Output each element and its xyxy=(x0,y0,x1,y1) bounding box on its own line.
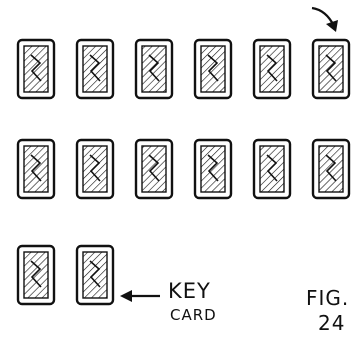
card-r1-c4 xyxy=(195,40,231,98)
card-grid xyxy=(18,40,349,304)
card-r2-c6 xyxy=(313,140,349,198)
card-r2-c5 xyxy=(254,140,290,198)
card-r1-c6 xyxy=(313,40,349,98)
card-r1-c3 xyxy=(136,40,172,98)
card-r3-c2 xyxy=(77,246,113,304)
card-r1-c5 xyxy=(254,40,290,98)
card-r1-c2 xyxy=(77,40,113,98)
card-r2-c4 xyxy=(195,140,231,198)
card-r2-c3 xyxy=(136,140,172,198)
key-card-arrow xyxy=(120,290,160,302)
card-r2-c1 xyxy=(18,140,54,198)
figure-label-line2: 24 xyxy=(318,311,345,335)
key-card-label-line2: CARD xyxy=(170,306,217,324)
card-r2-c2 xyxy=(77,140,113,198)
figure-label-line1: FIG. xyxy=(306,286,349,310)
pointer-arrow xyxy=(312,8,338,32)
card-r3-c1 xyxy=(18,246,54,304)
key-card-label-line1: KEY xyxy=(168,279,211,303)
card-r1-c1 xyxy=(18,40,54,98)
